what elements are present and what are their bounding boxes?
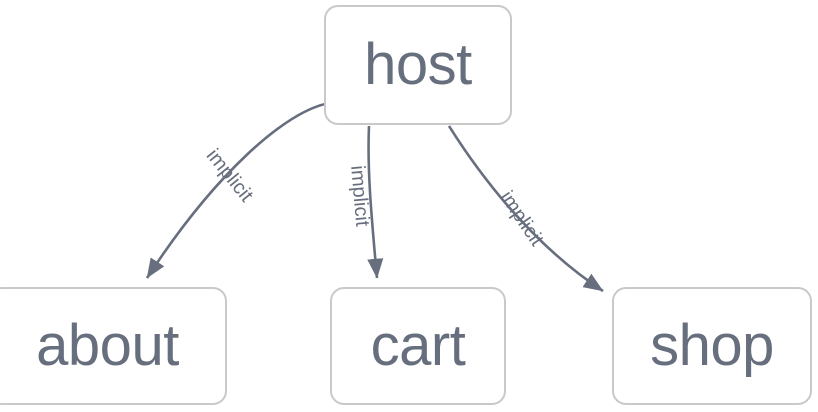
- node-host-label: host: [364, 32, 472, 97]
- node-shop[interactable]: shop: [612, 287, 812, 405]
- edge-host-cart: [367, 125, 384, 279]
- node-about[interactable]: about: [0, 287, 227, 405]
- edge-host-about: [145, 101, 331, 279]
- node-about-label: about: [36, 313, 179, 378]
- node-cart-label: cart: [370, 313, 466, 378]
- node-cart[interactable]: cart: [330, 287, 506, 405]
- edge-label-host-shop: implicit: [495, 187, 548, 250]
- edge-label-host-cart: implicit: [346, 165, 373, 228]
- node-shop-label: shop: [650, 313, 774, 378]
- edge-host-shop: [447, 125, 604, 293]
- node-host[interactable]: host: [324, 5, 512, 125]
